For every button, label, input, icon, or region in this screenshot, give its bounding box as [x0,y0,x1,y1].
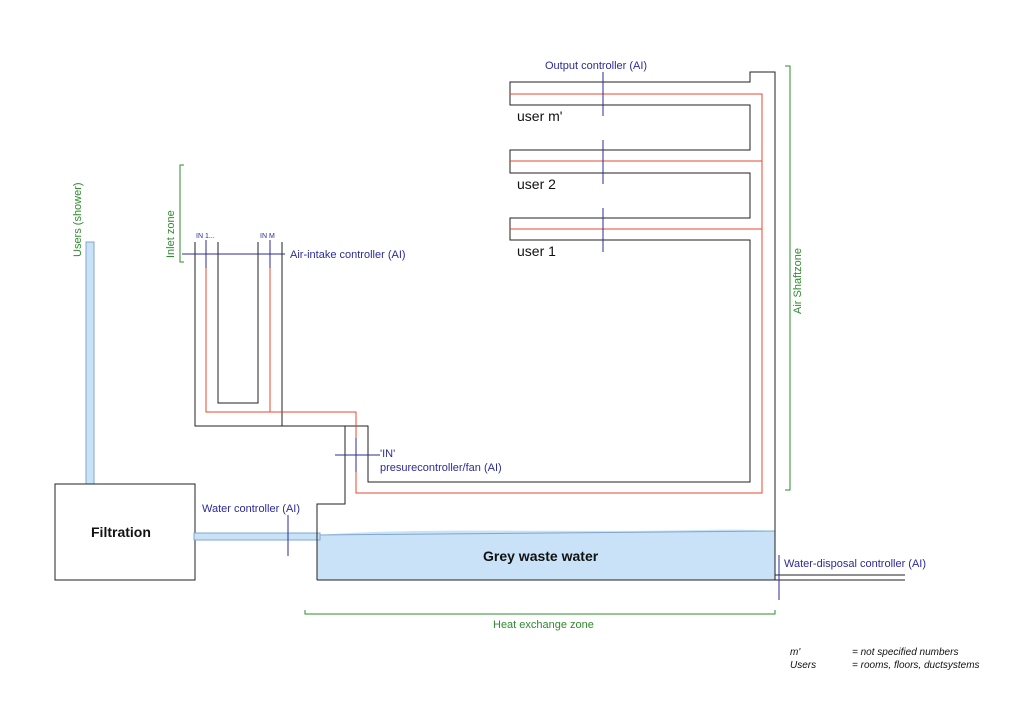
inlet-zone-bracket [179,164,184,263]
air-shaftzone-bracket [785,65,791,491]
legend-term: m' [790,647,801,658]
water-disposal-controller-label: Water-disposal controller (AI) [784,558,926,570]
legend-term: Users [790,660,816,671]
water-surface-line [316,530,776,536]
filtration-box [54,483,196,581]
heat-exchange-zone-bracket [304,610,776,615]
grey-waste-water-label: Grey waste water [483,548,599,564]
filtration-label: Filtration [91,524,151,540]
shower-pipe [85,241,95,485]
user-m-label: user m' [517,108,562,124]
user-2-label: user 2 [517,176,556,192]
air-shaftzone-label: Air Shaftzone [792,248,804,314]
duct-outline-inner [194,242,346,580]
pressure-controller-label: presurecontroller/fan (AI) [380,462,502,474]
water-controller-label: Water controller (AI) [202,503,300,515]
legend-definition: = not specified numbers [852,647,958,658]
heat-exchange-zone-label: Heat exchange zone [493,619,594,631]
duct-outline-outer [281,71,776,581]
users-shower-label: Users (shower) [72,182,84,257]
user-1-label: user 1 [517,243,556,259]
output-controller-label: Output controller (AI) [545,60,647,72]
in-1-label: IN 1... [196,233,215,240]
in-m-label: IN M [260,233,275,240]
legend-definition: = rooms, floors, ductsystems [852,660,980,671]
in-quote-label: 'IN' [380,448,395,460]
legend: m' = not specified numbers Users = rooms… [790,647,980,671]
grey-water-body [317,529,775,580]
inlet-zone-label: Inlet zone [165,210,177,258]
duct-outline-loop [217,242,259,404]
water-transfer-pipe [193,532,321,541]
air-intake-controller-label: Air-intake controller (AI) [290,249,406,261]
airflow-line [205,93,763,494]
